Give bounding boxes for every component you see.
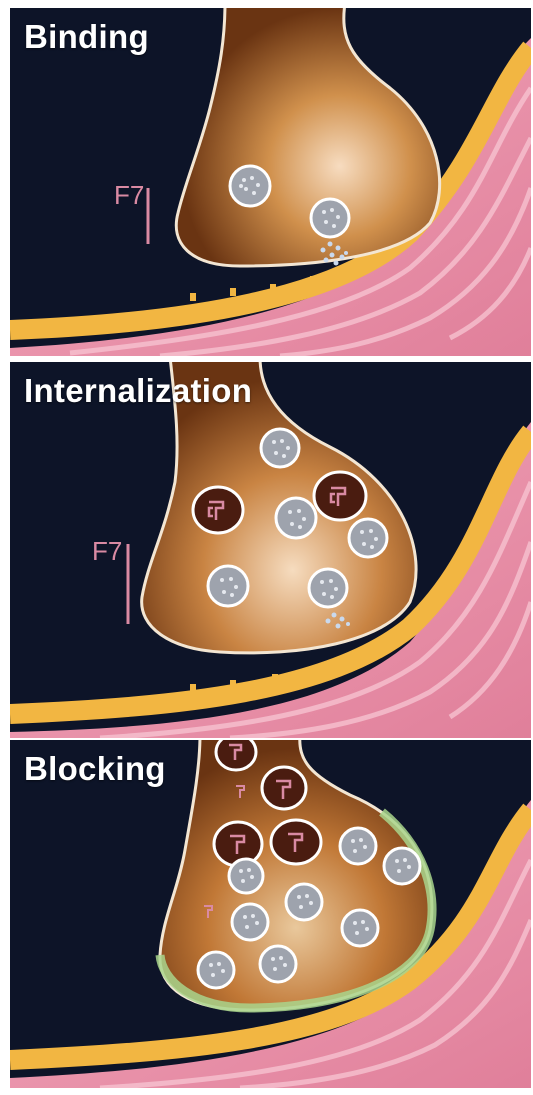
synaptic-vesicle-icon (208, 566, 248, 606)
synaptic-vesicle-icon (232, 904, 268, 940)
toxin-vesicle-icon (216, 740, 256, 770)
synaptic-vesicle-icon (198, 952, 234, 988)
toxin-vesicle-icon (193, 487, 243, 533)
blocking-illustration (10, 740, 531, 1088)
toxin-vesicle-icon (262, 767, 306, 809)
toxin-vesicle-icon (314, 472, 366, 520)
synaptic-vesicle-icon (286, 884, 322, 920)
binding-illustration: F7 (10, 8, 531, 356)
toxin-vesicle-icon (271, 820, 321, 864)
internalization-illustration: F7 (10, 362, 531, 738)
synaptic-vesicle-icon (229, 859, 263, 893)
binding-panel: F7 Binding (10, 8, 531, 356)
synaptic-vesicle-icon (340, 828, 376, 864)
synaptic-vesicle-icon (342, 910, 378, 946)
synaptic-vesicle-icon (260, 946, 296, 982)
synaptic-vesicle-icon (384, 848, 420, 884)
receptor-glyph: F7 (114, 180, 144, 210)
blocking-panel: Blocking (10, 740, 531, 1088)
synaptic-vesicle-icon (349, 519, 387, 557)
receptor-glyph: F7 (92, 536, 122, 566)
synaptic-vesicle-icon (276, 498, 316, 538)
internalization-panel: F7 Internalization (10, 362, 531, 738)
synaptic-vesicle-icon (230, 166, 270, 206)
synaptic-vesicle-icon (261, 429, 299, 467)
synaptic-vesicle-icon (309, 569, 347, 607)
synaptic-vesicle-icon (311, 199, 349, 237)
